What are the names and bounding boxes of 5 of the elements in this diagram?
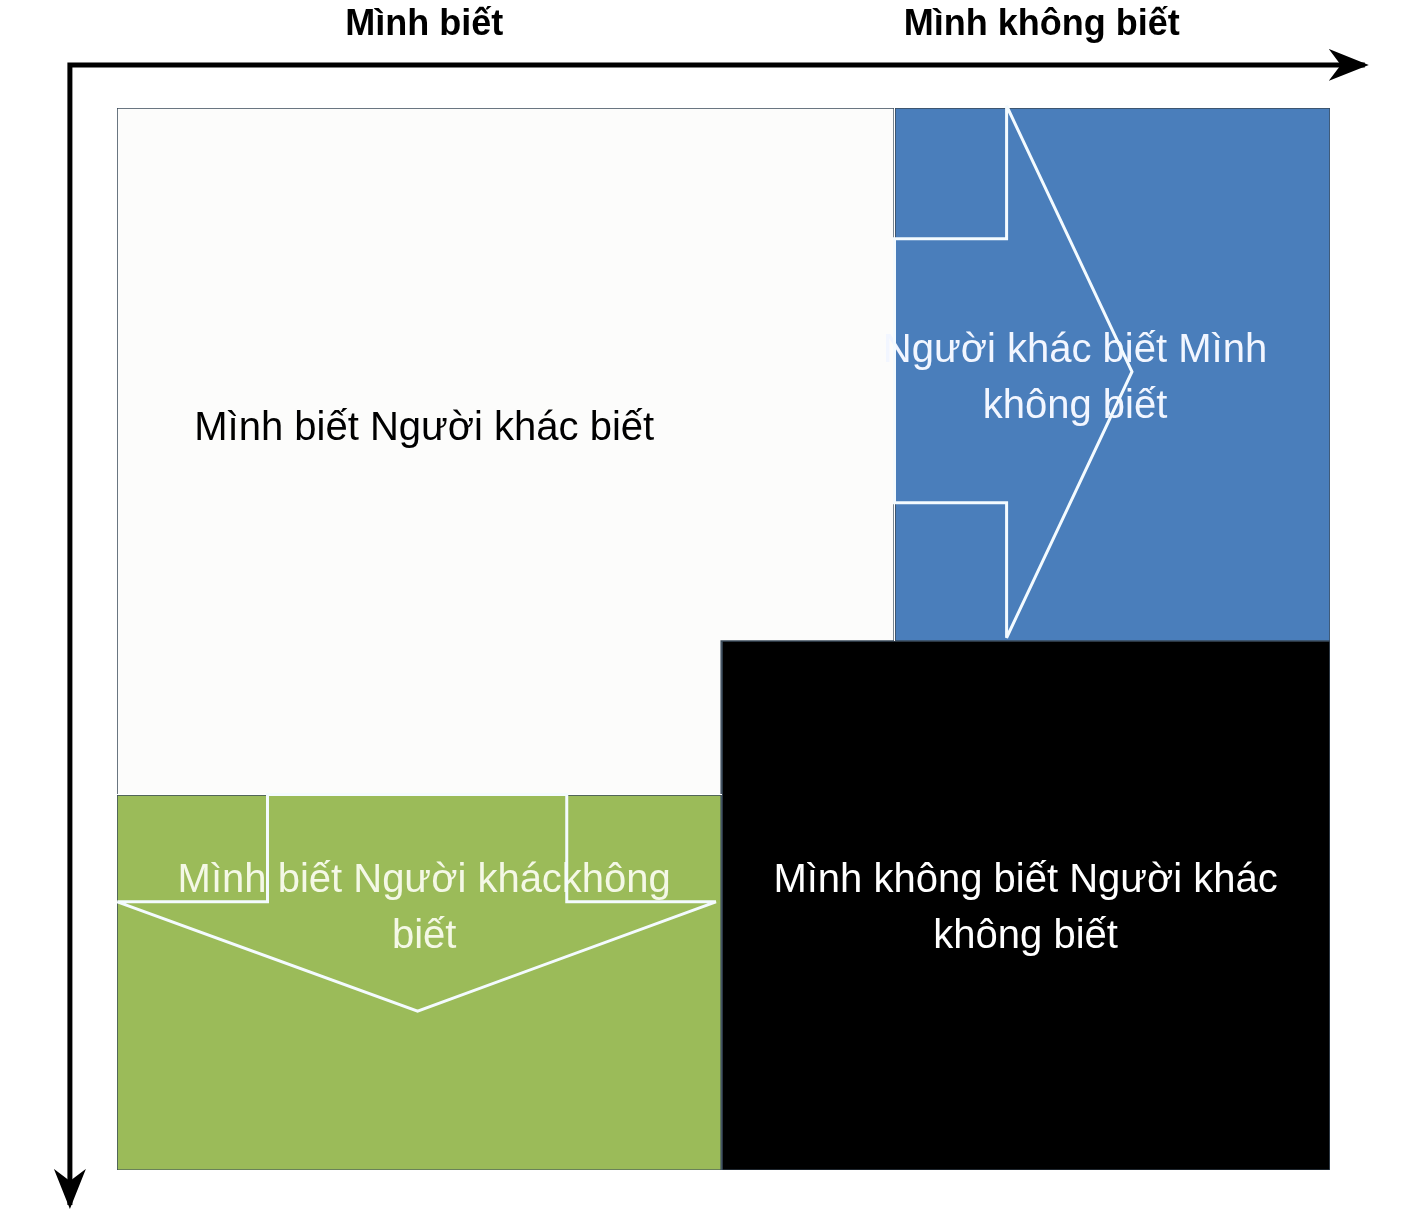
axis-label: Mình không biết: [903, 2, 1180, 44]
quadrant-text: Mình không biết Người khác không biết: [772, 854, 1279, 958]
unknown-area-region: [721, 640, 1330, 1170]
quadrant-text: Mình biết Người khác biết: [193, 403, 656, 451]
axis-label: Mình biết: [345, 2, 504, 44]
